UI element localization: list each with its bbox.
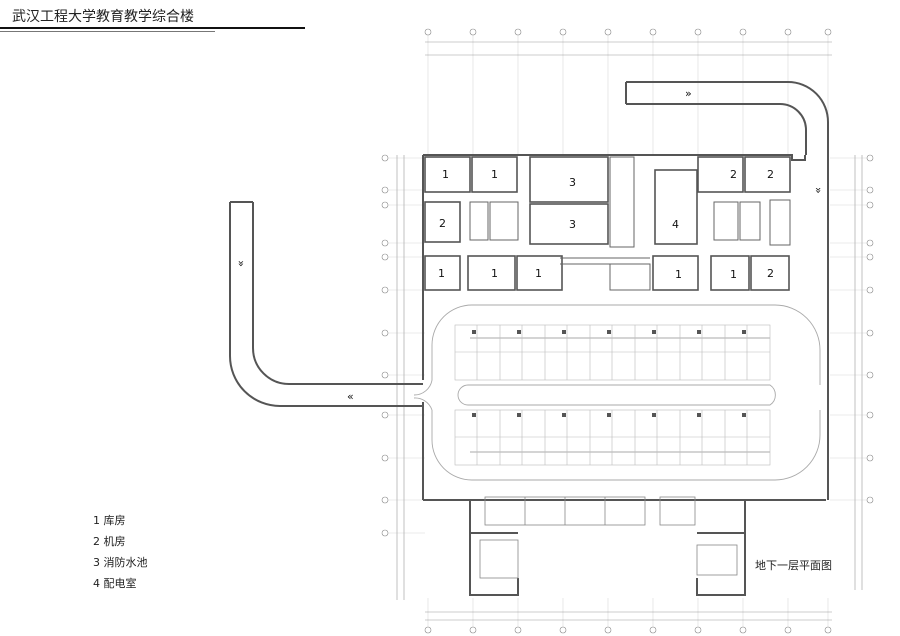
outer-walls	[422, 154, 826, 596]
room-label-s3: 1	[535, 267, 542, 280]
service-cores	[469, 156, 791, 291]
legend-item: 2 机房	[93, 535, 126, 548]
ramp-arrow-top: »	[685, 87, 692, 100]
page-title: 武汉工程大学教育教学综合楼	[12, 9, 194, 25]
room-label-n5: 4	[672, 218, 679, 231]
legend-item: 3 消防水池	[93, 556, 148, 569]
ramp-arrow-west: «	[234, 260, 247, 267]
ramp-west	[229, 201, 423, 407]
room-label-n2: 1	[491, 168, 498, 181]
room-label-w1: 2	[439, 217, 446, 230]
room-label-s4: 1	[675, 268, 682, 281]
axis-bubbles	[381, 28, 874, 634]
room-label-n4: 3	[569, 218, 576, 231]
room-label-s6: 2	[767, 267, 774, 280]
dimension-lines	[396, 41, 863, 621]
legend-item: 4 配电室	[93, 577, 137, 590]
plan-caption: 地下一层平面图	[755, 559, 832, 572]
axis-grid	[385, 35, 870, 630]
title-underline	[0, 27, 305, 29]
room-label-n6: 2	[730, 168, 737, 181]
room-label-n1: 1	[442, 168, 449, 181]
room-label-s2: 1	[491, 267, 498, 280]
ramp-arrow-east: »	[812, 187, 825, 194]
south-strip	[479, 496, 738, 579]
room-label-s1: 1	[438, 267, 445, 280]
room-label-n3: 3	[569, 176, 576, 189]
parking-stalls	[454, 324, 771, 466]
ramp-arrow-entry: «	[347, 390, 354, 403]
columns	[472, 330, 746, 417]
rooms-walls	[424, 156, 791, 291]
ramp-top	[625, 81, 829, 500]
title-underline-thin	[0, 31, 215, 32]
room-label-s5: 1	[730, 268, 737, 281]
drive-aisle	[413, 304, 821, 481]
legend-item: 1 库房	[93, 514, 126, 527]
room-legend: 1 库房 2 机房 3 消防水池 4 配电室	[93, 510, 148, 594]
room-label-n7: 2	[767, 168, 774, 181]
